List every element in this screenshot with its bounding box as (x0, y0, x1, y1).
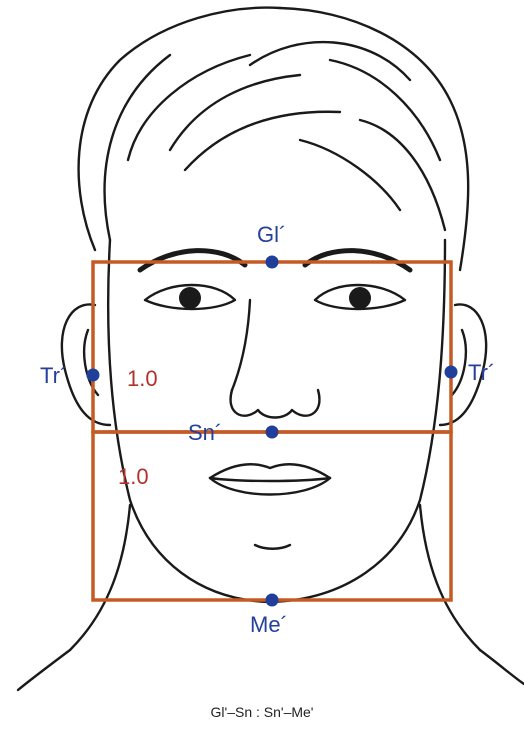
tragus-left-point (87, 369, 100, 382)
upper-face-box (93, 262, 451, 432)
chin-crease (255, 545, 290, 549)
hair-strand (300, 140, 400, 210)
subnasale-label: Sn´ (188, 420, 222, 446)
menton-point (266, 594, 279, 607)
hair-strand (128, 55, 250, 160)
neck-left (70, 505, 130, 650)
lower-ratio-label: 1.0 (118, 464, 149, 490)
ear-left-inner (84, 330, 98, 395)
nose-bridge (232, 300, 250, 390)
tragus-right-label: Tr´ (468, 360, 495, 386)
mouth-line (210, 478, 330, 481)
hair-outline-left (79, 8, 280, 250)
eye-irises (179, 287, 371, 309)
ear-right-inner (452, 330, 466, 395)
iris-right (349, 287, 371, 309)
glabella-point (266, 256, 279, 269)
hair-strand (360, 120, 445, 230)
lower-face-box (93, 432, 451, 600)
hair-strand (185, 112, 340, 170)
mouth-upper-lip (210, 464, 330, 478)
shoulder-left (18, 650, 70, 690)
iris-left (179, 287, 201, 309)
menton-label: Me´ (250, 612, 288, 638)
figure-caption: Gl'–Sn : Sn'–Me' (0, 704, 524, 720)
upper-ratio-label: 1.0 (127, 366, 158, 392)
tragus-left-label: Tr´ (40, 363, 67, 389)
hair-strand (330, 60, 440, 160)
tragus-right-point (445, 366, 458, 379)
hair-strand (170, 75, 300, 150)
subnasale-point (266, 426, 279, 439)
hair-strand (105, 55, 170, 240)
glabella-label: Gl´ (257, 222, 286, 248)
nose-bottom (231, 390, 320, 418)
shoulder-right (480, 650, 524, 684)
hair-outline-right (280, 8, 468, 270)
